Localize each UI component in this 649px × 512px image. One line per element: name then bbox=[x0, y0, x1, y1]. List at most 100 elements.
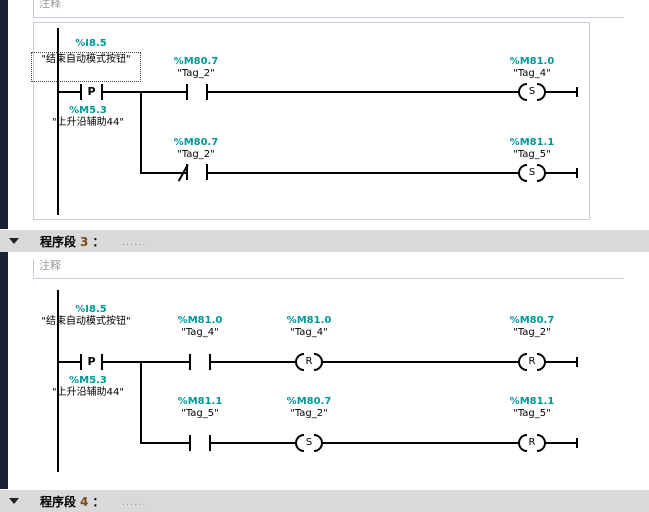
network-3-comment-underline bbox=[33, 278, 624, 279]
network-3-comment[interactable]: 注释 bbox=[33, 259, 593, 277]
nc-contact-m807-r2[interactable] bbox=[177, 164, 208, 182]
n3-wire-branch-to-contact-r1 bbox=[140, 361, 191, 363]
n3-wire-coil1-to-coil2-r2 bbox=[323, 442, 520, 444]
rung-endcap-r1 bbox=[576, 87, 578, 97]
network-3-colon: ： bbox=[92, 235, 105, 249]
left-gutter bbox=[0, 0, 8, 511]
rung-endcap-r2 bbox=[576, 168, 578, 178]
coil-left-paren bbox=[518, 83, 527, 101]
n3-contact-label-m811-r2: %M81.1 "Tag_5" bbox=[177, 396, 223, 419]
network-4-dots: ...... bbox=[122, 496, 147, 508]
coil-left-paren bbox=[518, 434, 527, 452]
contact-bar-left bbox=[189, 435, 191, 451]
contact-bar-right bbox=[206, 84, 208, 100]
n3-coil-set-m807[interactable]: S bbox=[295, 434, 323, 452]
contact-bar-left bbox=[186, 84, 188, 100]
n3-wire-coil1-to-coil2-r1 bbox=[323, 361, 520, 363]
coil-left-paren bbox=[518, 353, 527, 371]
coil-glyph: S bbox=[528, 167, 536, 178]
coil-glyph: R bbox=[528, 356, 536, 367]
n3-wire-rail-to-p bbox=[57, 361, 80, 363]
n3-rung-endcap-r1 bbox=[576, 357, 578, 367]
contact-label-m807-r2: %M80.7 "Tag_2" bbox=[173, 137, 219, 160]
contact-bar-right bbox=[101, 84, 103, 100]
coil-glyph: S bbox=[528, 86, 536, 97]
contact-bar-left bbox=[80, 354, 82, 370]
no-contact-m807-r1[interactable] bbox=[186, 84, 208, 100]
wire-branch-to-contact-r2 bbox=[140, 172, 188, 174]
coil-set-m811[interactable]: S bbox=[518, 164, 546, 182]
p-glyph: P bbox=[87, 85, 96, 98]
n3-coil-reset-m807[interactable]: R bbox=[518, 353, 546, 371]
n3-no-contact-m811-r2[interactable] bbox=[189, 435, 211, 451]
wire-contact-to-coil-r2 bbox=[208, 172, 520, 174]
p-glyph: P bbox=[87, 355, 96, 368]
contact-label-m807-r1: %M80.7 "Tag_2" bbox=[173, 56, 219, 79]
wire-rail-to-p bbox=[57, 91, 80, 93]
chevron-down-icon[interactable] bbox=[9, 238, 19, 244]
n3-no-contact-m810-r1[interactable] bbox=[189, 354, 211, 370]
contact-bar-left bbox=[186, 164, 188, 180]
network-4-colon: ： bbox=[92, 495, 105, 509]
n3-rung-label-i85-addr: %I8.5 bbox=[75, 304, 107, 315]
coil-left-paren bbox=[295, 434, 304, 452]
n3-wire-branch-to-contact-r2 bbox=[140, 442, 191, 444]
selection-marquee[interactable] bbox=[31, 52, 141, 82]
n3-rung-sublabel-m53: %M5.3 "上升沿辅助44" bbox=[52, 375, 124, 398]
network-2-comment-underline bbox=[33, 17, 624, 18]
network-4-title-prefix: 程序段 bbox=[40, 495, 77, 509]
coil-label-m811-r2: %M81.1 "Tag_5" bbox=[509, 137, 555, 160]
rung-label-i85-tag: "结束自动模式按钮" bbox=[41, 54, 131, 65]
n3-coil-reset-m810[interactable]: R bbox=[295, 353, 323, 371]
rung-sublabel-m53: %M5.3 "上升沿辅助44" bbox=[52, 105, 124, 128]
n3-contact-label-m810-r1: %M81.0 "Tag_4" bbox=[177, 315, 223, 338]
n3-coil-reset-m811[interactable]: R bbox=[518, 434, 546, 452]
branch-vertical-net2 bbox=[140, 91, 142, 173]
network-2-comment[interactable]: 注释 bbox=[33, 0, 593, 17]
contact-bar-right bbox=[209, 435, 211, 451]
p-contact-i85[interactable]: P bbox=[80, 84, 103, 100]
n3-wire-p-to-branch bbox=[103, 361, 141, 363]
coil-glyph: R bbox=[528, 437, 536, 448]
n3-wire-contact-to-coil1-r1 bbox=[211, 361, 297, 363]
n3-rung-endcap-r2 bbox=[576, 438, 578, 448]
n3-coil-label-m807-r2: %M80.7 "Tag_2" bbox=[286, 396, 332, 419]
wire-coil-to-end-r2 bbox=[546, 172, 577, 174]
contact-bar-left bbox=[189, 354, 191, 370]
network-2-ladder-box bbox=[33, 22, 590, 220]
network-3-number: 3 bbox=[80, 235, 89, 249]
n3-rung-label-i85-tag: "结束自动模式按钮" bbox=[41, 316, 131, 327]
n3-wire-coil2-to-end-r1 bbox=[546, 361, 577, 363]
contact-bar-right bbox=[209, 354, 211, 370]
contact-bar-right bbox=[101, 354, 103, 370]
chevron-down-icon[interactable] bbox=[9, 498, 19, 504]
wire-p-to-branch bbox=[103, 91, 141, 93]
network-3-power-rail bbox=[57, 290, 59, 472]
wire-contact-to-coil-r1 bbox=[208, 91, 520, 93]
wire-coil-to-end-r1 bbox=[546, 91, 577, 93]
coil-set-m810[interactable]: S bbox=[518, 83, 546, 101]
n3-coil-label-m811-r2: %M81.1 "Tag_5" bbox=[509, 396, 555, 419]
coil-label-m810-r1: %M81.0 "Tag_4" bbox=[509, 56, 555, 79]
n3-wire-contact-to-coil1-r2 bbox=[211, 442, 297, 444]
n3-coil-label-m810-r1: %M81.0 "Tag_4" bbox=[286, 315, 332, 338]
coil-left-paren bbox=[518, 164, 527, 182]
network-2-power-rail bbox=[57, 28, 59, 215]
coil-glyph: S bbox=[305, 437, 313, 448]
contact-bar-left bbox=[80, 84, 82, 100]
n3-p-contact-i85[interactable]: P bbox=[80, 354, 103, 370]
coil-glyph: R bbox=[305, 356, 313, 367]
coil-left-paren bbox=[295, 353, 304, 371]
network-4-number: 4 bbox=[80, 495, 89, 509]
network-3-title-prefix: 程序段 bbox=[40, 235, 77, 249]
rung-label-i85-addr: %I8.5 bbox=[75, 38, 107, 49]
n3-coil-label-m807-r1: %M80.7 "Tag_2" bbox=[509, 315, 555, 338]
contact-bar-right bbox=[206, 164, 208, 180]
branch-vertical-net3 bbox=[140, 361, 142, 443]
wire-branch-to-contact-r1 bbox=[140, 91, 186, 93]
network-3-dots: ...... bbox=[122, 236, 147, 248]
